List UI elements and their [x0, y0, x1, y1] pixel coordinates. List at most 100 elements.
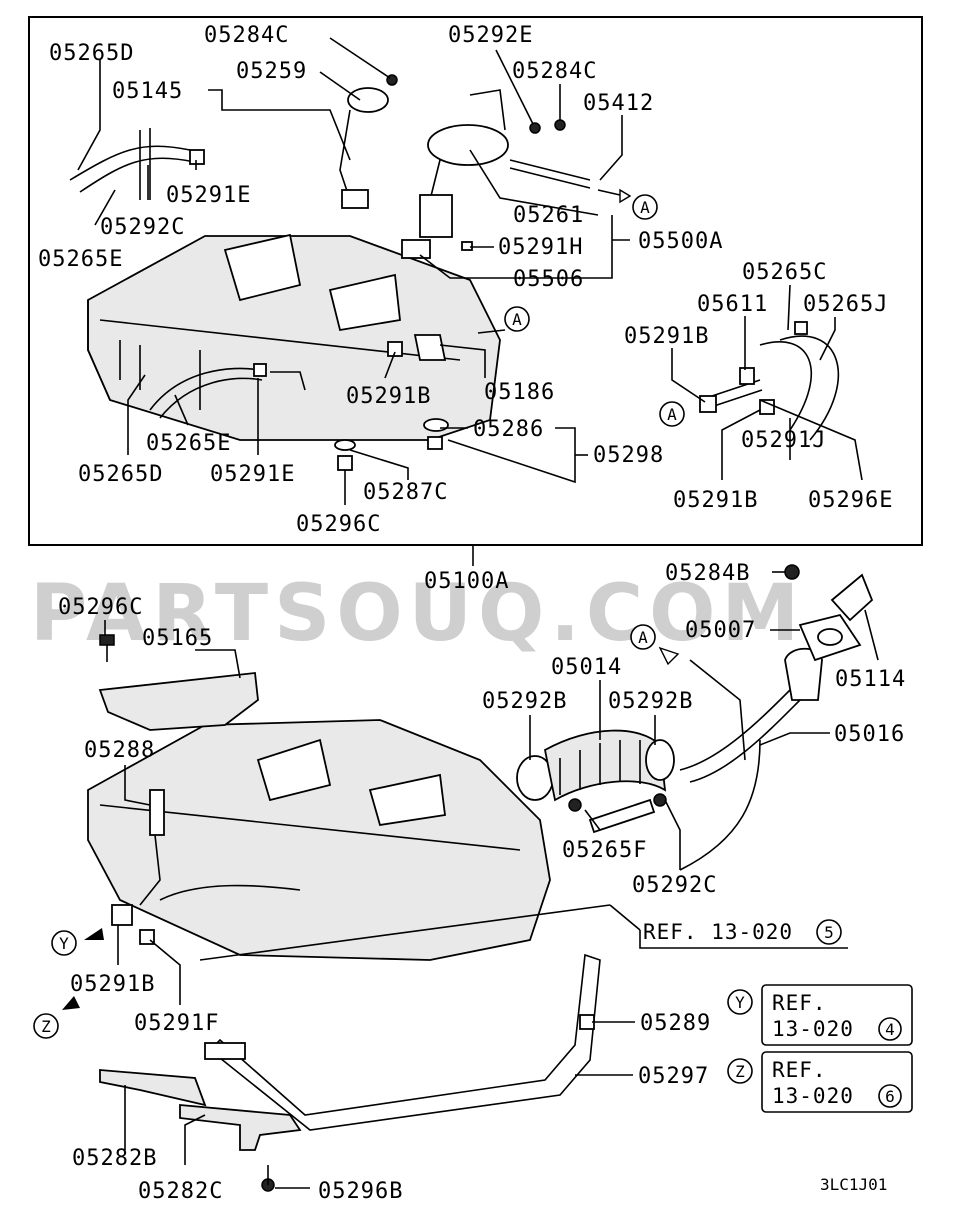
- label-05265e: 05265E: [38, 247, 123, 272]
- label-05506: 05506: [513, 267, 584, 292]
- leader-lines: [77, 37, 879, 1189]
- label-05284c: 05284C: [512, 59, 597, 84]
- label-05296c: 05296C: [296, 512, 381, 537]
- tank-band: [204, 953, 601, 1131]
- label-05282c: 05282C: [138, 1179, 223, 1204]
- fuel-pump-assembly: [401, 89, 591, 259]
- label-05292b: 05292B: [608, 689, 693, 714]
- label-05114: 05114: [835, 667, 906, 692]
- label-05165: 05165: [142, 626, 213, 651]
- label-05296b: 05296B: [318, 1179, 403, 1204]
- label-05265c: 05265C: [742, 260, 827, 285]
- marker-a-circle: [504, 306, 530, 332]
- reference-callouts: REF. 13-020 5 REF. 13-020 4 REF. 13-020 …: [643, 919, 913, 1113]
- label-05291f: 05291F: [134, 1011, 219, 1036]
- vent-hose-group: [699, 321, 840, 441]
- label-05014: 05014: [551, 655, 622, 680]
- bolt-05296c: [99, 634, 115, 662]
- watermark-text: PARTSOUQ.COM: [30, 569, 805, 659]
- label-05186: 05186: [484, 380, 555, 405]
- drain-pipe-05288: [139, 789, 165, 906]
- part-labels: 05265D 05145 05259 05284C 05292E 05284C …: [38, 23, 906, 1204]
- label-05265d: 05265D: [78, 462, 163, 487]
- fuel-gauge-unit: [339, 74, 398, 209]
- label-05298: 05298: [593, 443, 664, 468]
- marker-z-1: Z: [41, 1017, 51, 1036]
- label-05292c: 05292C: [100, 215, 185, 240]
- label-05292e: 05292E: [448, 23, 533, 48]
- label-05007: 05007: [685, 618, 756, 643]
- ref-z-line1: REF.: [772, 1058, 827, 1082]
- label-05291e: 05291E: [166, 183, 251, 208]
- label-05296e: 05296E: [808, 488, 893, 513]
- label-05289: 05289: [640, 1011, 711, 1036]
- marker-a-2: A: [512, 310, 522, 329]
- assembly-frame: [28, 16, 923, 546]
- ref-5-text: REF. 13-020: [643, 920, 793, 944]
- label-05265e: 05265E: [146, 431, 231, 456]
- marker-z-circle: [727, 1058, 753, 1084]
- ref-y-line2: 13-020: [772, 1017, 854, 1041]
- lower-fuel-tank: [87, 719, 611, 961]
- ref-y-line1: REF.: [772, 991, 827, 1015]
- filler-neck-hose: [516, 729, 675, 834]
- ref-5-circle: [816, 919, 842, 945]
- ref-z-box: [761, 1051, 913, 1113]
- label-05291e: 05291E: [210, 462, 295, 487]
- marker-a-circle: [630, 624, 656, 650]
- label-05286: 05286: [473, 417, 544, 442]
- marker-a-circle: [632, 194, 658, 220]
- label-05500a: 05500A: [638, 229, 723, 254]
- filler-neck-pipe: [679, 647, 823, 871]
- label-05288: 05288: [84, 738, 155, 763]
- marker-a-3: A: [667, 405, 677, 424]
- label-05611: 05611: [697, 292, 768, 317]
- circle-markers: A A A A Y Y Z Z: [33, 194, 753, 1084]
- label-05261: 05261: [513, 203, 584, 228]
- label-05291j: 05291J: [741, 428, 826, 453]
- label-05016: 05016: [834, 722, 905, 747]
- marker-y-2: Y: [735, 993, 745, 1012]
- label-05284c: 05284C: [204, 23, 289, 48]
- label-05297: 05297: [638, 1064, 709, 1089]
- marker-z-circle: [33, 1013, 59, 1039]
- upper-fuel-tank: [87, 233, 501, 441]
- label-05265f: 05265F: [562, 838, 647, 863]
- label-05259: 05259: [236, 59, 307, 84]
- label-05145: 05145: [112, 79, 183, 104]
- marker-z-2: Z: [735, 1062, 745, 1081]
- label-05412: 05412: [583, 91, 654, 116]
- marker-a-circle: [659, 401, 685, 427]
- ref-y-box: [761, 984, 913, 1046]
- label-05291b: 05291B: [673, 488, 758, 513]
- tank-protector: [98, 672, 259, 731]
- label-05291b: 05291B: [346, 384, 431, 409]
- label-05296c: 05296C: [58, 595, 143, 620]
- label-05265d: 05265D: [49, 41, 134, 66]
- ref-z-number: 6: [885, 1087, 895, 1106]
- label-05284b: 05284B: [665, 561, 750, 586]
- marker-y-circle: [727, 989, 753, 1015]
- flow-arrows: [62, 188, 680, 1010]
- label-05291b: 05291B: [70, 972, 155, 997]
- label-05291b: 05291B: [624, 324, 709, 349]
- marker-y-circle: [51, 930, 77, 956]
- label-05282b: 05282B: [72, 1146, 157, 1171]
- marker-a-4: A: [638, 628, 648, 647]
- label-05292c: 05292C: [632, 873, 717, 898]
- label-05292b: 05292B: [482, 689, 567, 714]
- marker-a-1: A: [640, 198, 650, 217]
- ref-y-circle: [878, 1017, 902, 1041]
- label-05291h: 05291H: [498, 235, 583, 260]
- ref-z-circle: [878, 1084, 902, 1108]
- label-05287c: 05287C: [363, 480, 448, 505]
- ref-5-number: 5: [824, 923, 834, 942]
- upper-side-components: [149, 334, 449, 471]
- ref-y-number: 4: [885, 1020, 895, 1039]
- label-05265j: 05265J: [803, 292, 888, 317]
- marker-y-1: Y: [59, 934, 69, 953]
- ref-z-line2: 13-020: [772, 1084, 854, 1108]
- lower-hose-clips: [111, 884, 301, 945]
